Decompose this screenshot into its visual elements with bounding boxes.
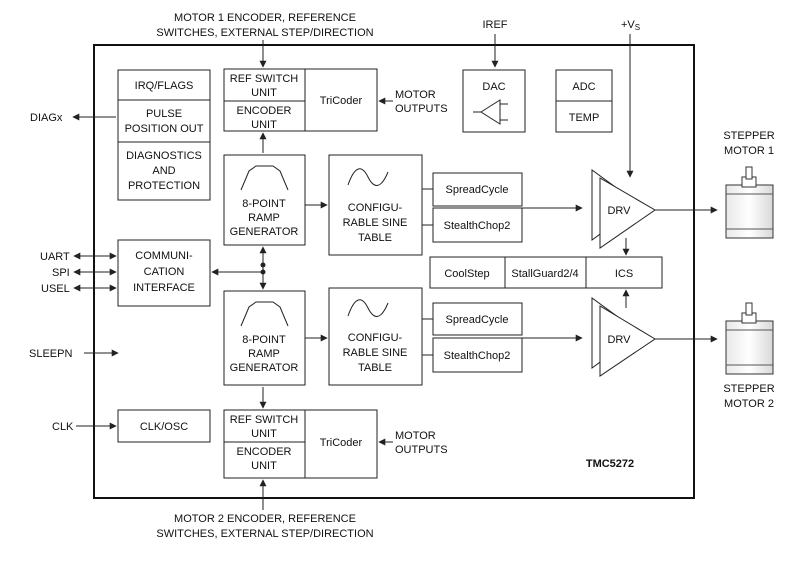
uart-label: UART <box>40 251 70 263</box>
coolstep-label: CoolStep <box>444 268 489 280</box>
ramp-1-icon <box>240 165 289 191</box>
ref-switch-2-line-1: REF SWITCH <box>230 414 298 426</box>
diag-line-2: AND <box>152 165 175 177</box>
motor-outputs-2-line-2: OUTPUTS <box>395 444 448 456</box>
stealthchop-1-label: StealthChop2 <box>444 220 511 232</box>
coolstep-stallguard-ics-row <box>429 256 663 289</box>
sine-2-icon <box>347 299 389 317</box>
sine-table-2-block <box>328 287 423 386</box>
adc-block <box>555 69 613 102</box>
chip-name: TMC5272 <box>586 458 634 470</box>
temp-block <box>555 100 613 133</box>
ramp-generator-2-block <box>223 290 306 386</box>
pulse-line-2: POSITION OUT <box>125 123 204 135</box>
top-input-line-2: SWITCHES, EXTERNAL STEP/DIRECTION <box>156 27 373 39</box>
stealthchop-1-block <box>432 207 523 243</box>
usel-label: USEL <box>41 283 70 295</box>
diagx-label: DIAGx <box>30 112 63 124</box>
temp-label: TEMP <box>569 112 600 124</box>
encoder-1-line-2: UNIT <box>251 119 277 131</box>
motor2-encoder-group <box>223 409 378 479</box>
ref-switch-2-line-2: UNIT <box>251 428 277 440</box>
spreadcycle-2-label: SpreadCycle <box>446 314 509 326</box>
tricoder-1-label: TriCoder <box>320 95 363 107</box>
stepper-motor-2-icon <box>725 302 774 375</box>
ramp-2-line-1: 8-POINT <box>242 334 286 346</box>
motor-1-line-1: STEPPER <box>723 130 774 142</box>
encoder-1-line-1: ENCODER <box>236 105 291 117</box>
bus-junction-dot-upper <box>260 262 266 268</box>
spi-label: SPI <box>52 267 70 279</box>
motor-outputs-2-line-1: MOTOR <box>395 430 436 442</box>
vs-label: +VS <box>621 19 640 32</box>
bottom-input-line-2: SWITCHES, EXTERNAL STEP/DIRECTION <box>156 528 373 540</box>
sine-2-line-2: RABLE SINE <box>343 347 408 359</box>
bus-junction-dot <box>260 269 266 275</box>
sine-1-line-1: CONFIGU- <box>348 202 403 214</box>
drv-1-triangle <box>599 177 656 249</box>
diagnostics-block <box>117 141 211 201</box>
ics-label: ICS <box>615 268 633 280</box>
sine-1-line-3: TABLE <box>358 232 392 244</box>
sine-2-line-3: TABLE <box>358 362 392 374</box>
ramp-generator-1-block <box>223 154 306 246</box>
sine-table-1-block <box>328 154 423 256</box>
diag-line-3: PROTECTION <box>128 180 200 192</box>
sine-2-line-1: CONFIGU- <box>348 332 403 344</box>
motor-1-line-2: MOTOR 1 <box>724 145 774 157</box>
irq-flags-label: IRQ/FLAGS <box>135 80 194 92</box>
diag-line-1: DIAGNOSTICS <box>126 150 202 162</box>
stealthchop-2-label: StealthChop2 <box>444 350 511 362</box>
drv-2-label: DRV <box>607 334 631 346</box>
sine-1-line-2: RABLE SINE <box>343 217 408 229</box>
motor-2-line-2: MOTOR 2 <box>724 398 774 410</box>
encoder-2-line-1: ENCODER <box>236 446 291 458</box>
drv-1-label: DRV <box>607 205 631 217</box>
dac-label: DAC <box>482 81 505 93</box>
bottom-input-line-1: MOTOR 2 ENCODER, REFERENCE <box>174 513 356 525</box>
motor-outputs-1-line-2: OUTPUTS <box>395 103 448 115</box>
sine-1-icon <box>347 168 389 186</box>
clkosc-label: CLK/OSC <box>140 421 188 433</box>
ramp-2-icon <box>240 301 289 327</box>
ramp-1-line-2: RAMP <box>248 212 280 224</box>
clk-osc-block <box>117 409 211 443</box>
ref-switch-1-line-1: REF SWITCH <box>230 73 298 85</box>
spreadcycle-1-label: SpreadCycle <box>446 184 509 196</box>
stepper-motor-1-icon <box>725 166 774 239</box>
motor-outputs-1-line-1: MOTOR <box>395 89 436 101</box>
adc-label: ADC <box>572 81 595 93</box>
ramp-1-line-1: 8-POINT <box>242 198 286 210</box>
pulse-position-block <box>117 99 211 143</box>
ramp-2-line-2: RAMP <box>248 348 280 360</box>
drv-2-triangle <box>599 305 656 377</box>
top-input-line-1: MOTOR 1 ENCODER, REFERENCE <box>174 12 356 24</box>
ramp-1-line-3: GENERATOR <box>230 226 299 238</box>
sleepn-label: SLEEPN <box>29 348 72 360</box>
stallguard-label: StallGuard2/4 <box>511 268 578 280</box>
communication-interface-block <box>117 239 211 307</box>
dac-block <box>462 69 526 133</box>
ramp-2-line-3: GENERATOR <box>230 362 299 374</box>
iref-label: IREF <box>482 19 507 31</box>
tricoder-2-label: TriCoder <box>320 437 363 449</box>
dac-amp-icon <box>480 99 501 125</box>
ref-switch-1-line-2: UNIT <box>251 87 277 99</box>
pulse-line-1: PULSE <box>146 108 182 120</box>
encoder-2-line-2: UNIT <box>251 460 277 472</box>
comm-line-3: INTERFACE <box>133 282 195 294</box>
clk-label: CLK <box>52 421 74 433</box>
motor-2-line-1: STEPPER <box>723 383 774 395</box>
comm-line-1: COMMUNI- <box>135 250 193 262</box>
motor1-encoder-group <box>223 68 378 132</box>
comm-line-2: CATION <box>144 266 185 278</box>
